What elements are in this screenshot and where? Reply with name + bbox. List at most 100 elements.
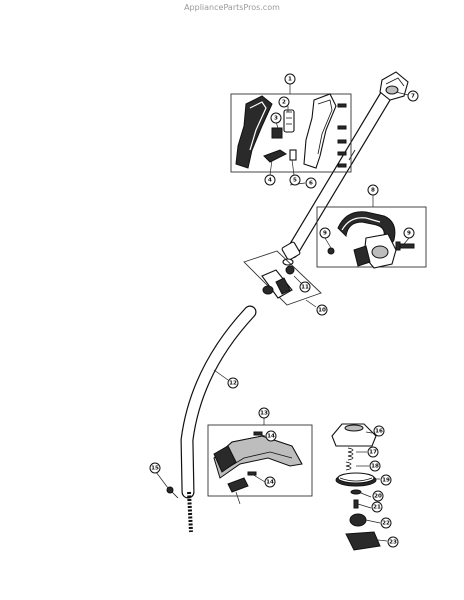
callout-c4[interactable]: 4 <box>264 174 276 186</box>
callout-c2[interactable]: 2 <box>278 96 290 108</box>
callout-label: 7 <box>411 93 415 99</box>
spring-clip[interactable] <box>289 149 297 161</box>
housing-screws[interactable] <box>337 103 347 168</box>
callout-c9b[interactable]: 9 <box>403 227 415 239</box>
shaft-cap[interactable] <box>379 71 409 101</box>
callout-circle <box>403 227 415 239</box>
callout-c11[interactable]: 11 <box>299 281 311 293</box>
callout-label: 8 <box>371 187 375 193</box>
callout-circle <box>371 501 383 513</box>
callout-c17[interactable]: 17 <box>367 446 379 458</box>
callout-c22[interactable]: 22 <box>380 517 392 529</box>
callout-circle <box>265 430 277 442</box>
callout-c21[interactable]: 21 <box>371 501 383 513</box>
assist-bolt[interactable] <box>395 241 415 251</box>
leader-lines <box>155 84 410 542</box>
spool[interactable] <box>335 472 377 487</box>
handle-group-box <box>230 93 352 173</box>
callout-circle <box>367 184 379 196</box>
callout-c5[interactable]: 5 <box>289 174 301 186</box>
callout-c3[interactable]: 3 <box>270 112 282 124</box>
callout-circle <box>270 112 282 124</box>
callout-label: 14 <box>267 433 275 439</box>
callout-c1[interactable]: 1 <box>284 73 296 85</box>
lower-curved-shaft[interactable] <box>180 305 257 499</box>
callout-circle <box>316 304 328 316</box>
shaft-bolt[interactable] <box>166 486 179 499</box>
coupler-knob[interactable] <box>285 265 295 275</box>
callout-circle <box>289 174 301 186</box>
callout-c9a[interactable]: 9 <box>319 227 331 239</box>
callout-c10[interactable]: 10 <box>316 304 328 316</box>
watermark: AppliancePartsPros.com <box>184 3 280 12</box>
trigger-switch[interactable] <box>283 109 295 133</box>
callout-c20[interactable]: 20 <box>372 490 384 502</box>
callout-circle <box>373 425 385 437</box>
callout-circle <box>372 490 384 502</box>
callout-circle <box>149 462 161 474</box>
eyelet[interactable] <box>345 461 352 471</box>
callout-c14b[interactable]: 14 <box>264 476 276 488</box>
spring[interactable] <box>347 447 354 461</box>
callout-label: 15 <box>151 465 159 471</box>
spool-washer[interactable] <box>350 489 362 495</box>
callout-c23[interactable]: 23 <box>387 536 399 548</box>
handle-trigger-lever[interactable] <box>263 149 287 163</box>
callout-label: 20 <box>374 493 382 499</box>
assist-handle-box <box>316 206 427 268</box>
callout-label: 13 <box>260 410 268 416</box>
callout-circle <box>319 227 331 239</box>
guard-group-box <box>207 424 313 497</box>
callout-circle <box>284 73 296 85</box>
debris-guard[interactable] <box>213 435 303 479</box>
callout-label: 18 <box>371 463 379 469</box>
callout-label: 6 <box>309 180 313 186</box>
callout-c7[interactable]: 7 <box>407 90 419 102</box>
callout-circle <box>380 517 392 529</box>
bump-knob[interactable] <box>349 513 367 527</box>
callout-label: 3 <box>274 115 278 121</box>
callout-c13[interactable]: 13 <box>258 407 270 419</box>
callout-label: 2 <box>282 99 286 105</box>
guard-screw[interactable] <box>247 431 263 476</box>
callout-label: 17 <box>369 449 377 455</box>
callout-circle <box>367 446 379 458</box>
callout-circle <box>407 90 419 102</box>
callout-label: 16 <box>375 428 383 434</box>
callout-c15[interactable]: 15 <box>149 462 161 474</box>
guard-mount[interactable] <box>213 445 237 473</box>
switch-contact[interactable] <box>271 127 283 139</box>
assist-handle-clamp[interactable] <box>353 233 397 269</box>
callout-circle <box>264 174 276 186</box>
callout-circle <box>258 407 270 419</box>
callout-c14a[interactable]: 14 <box>265 430 277 442</box>
callout-c18[interactable]: 18 <box>369 460 381 472</box>
callout-c19[interactable]: 19 <box>380 474 392 486</box>
callout-label: 1 <box>288 76 292 82</box>
callout-label: 12 <box>229 380 237 386</box>
assist-nut[interactable] <box>327 247 335 255</box>
callout-label: 21 <box>373 504 381 510</box>
line-cutter-blade[interactable] <box>227 477 249 493</box>
callout-label: 11 <box>301 284 309 290</box>
callout-label: 4 <box>268 177 272 183</box>
callout-circle <box>369 460 381 472</box>
spool-housing[interactable] <box>331 423 377 447</box>
callout-c6[interactable]: 6 <box>305 177 317 189</box>
handle-housing-right[interactable] <box>303 93 337 169</box>
callout-circle <box>227 377 239 389</box>
spool-bolt[interactable] <box>353 499 359 509</box>
callout-circle <box>264 476 276 488</box>
callout-c12[interactable]: 12 <box>227 377 239 389</box>
callout-circle <box>305 177 317 189</box>
callout-c16[interactable]: 16 <box>373 425 385 437</box>
drive-cable[interactable] <box>187 491 193 533</box>
head-cover[interactable] <box>345 531 381 551</box>
shaft-coupler[interactable] <box>261 269 293 299</box>
callout-c8[interactable]: 8 <box>367 184 379 196</box>
callout-circle <box>278 96 290 108</box>
handle-housing-left[interactable] <box>235 95 273 169</box>
callout-label: 23 <box>389 539 397 545</box>
